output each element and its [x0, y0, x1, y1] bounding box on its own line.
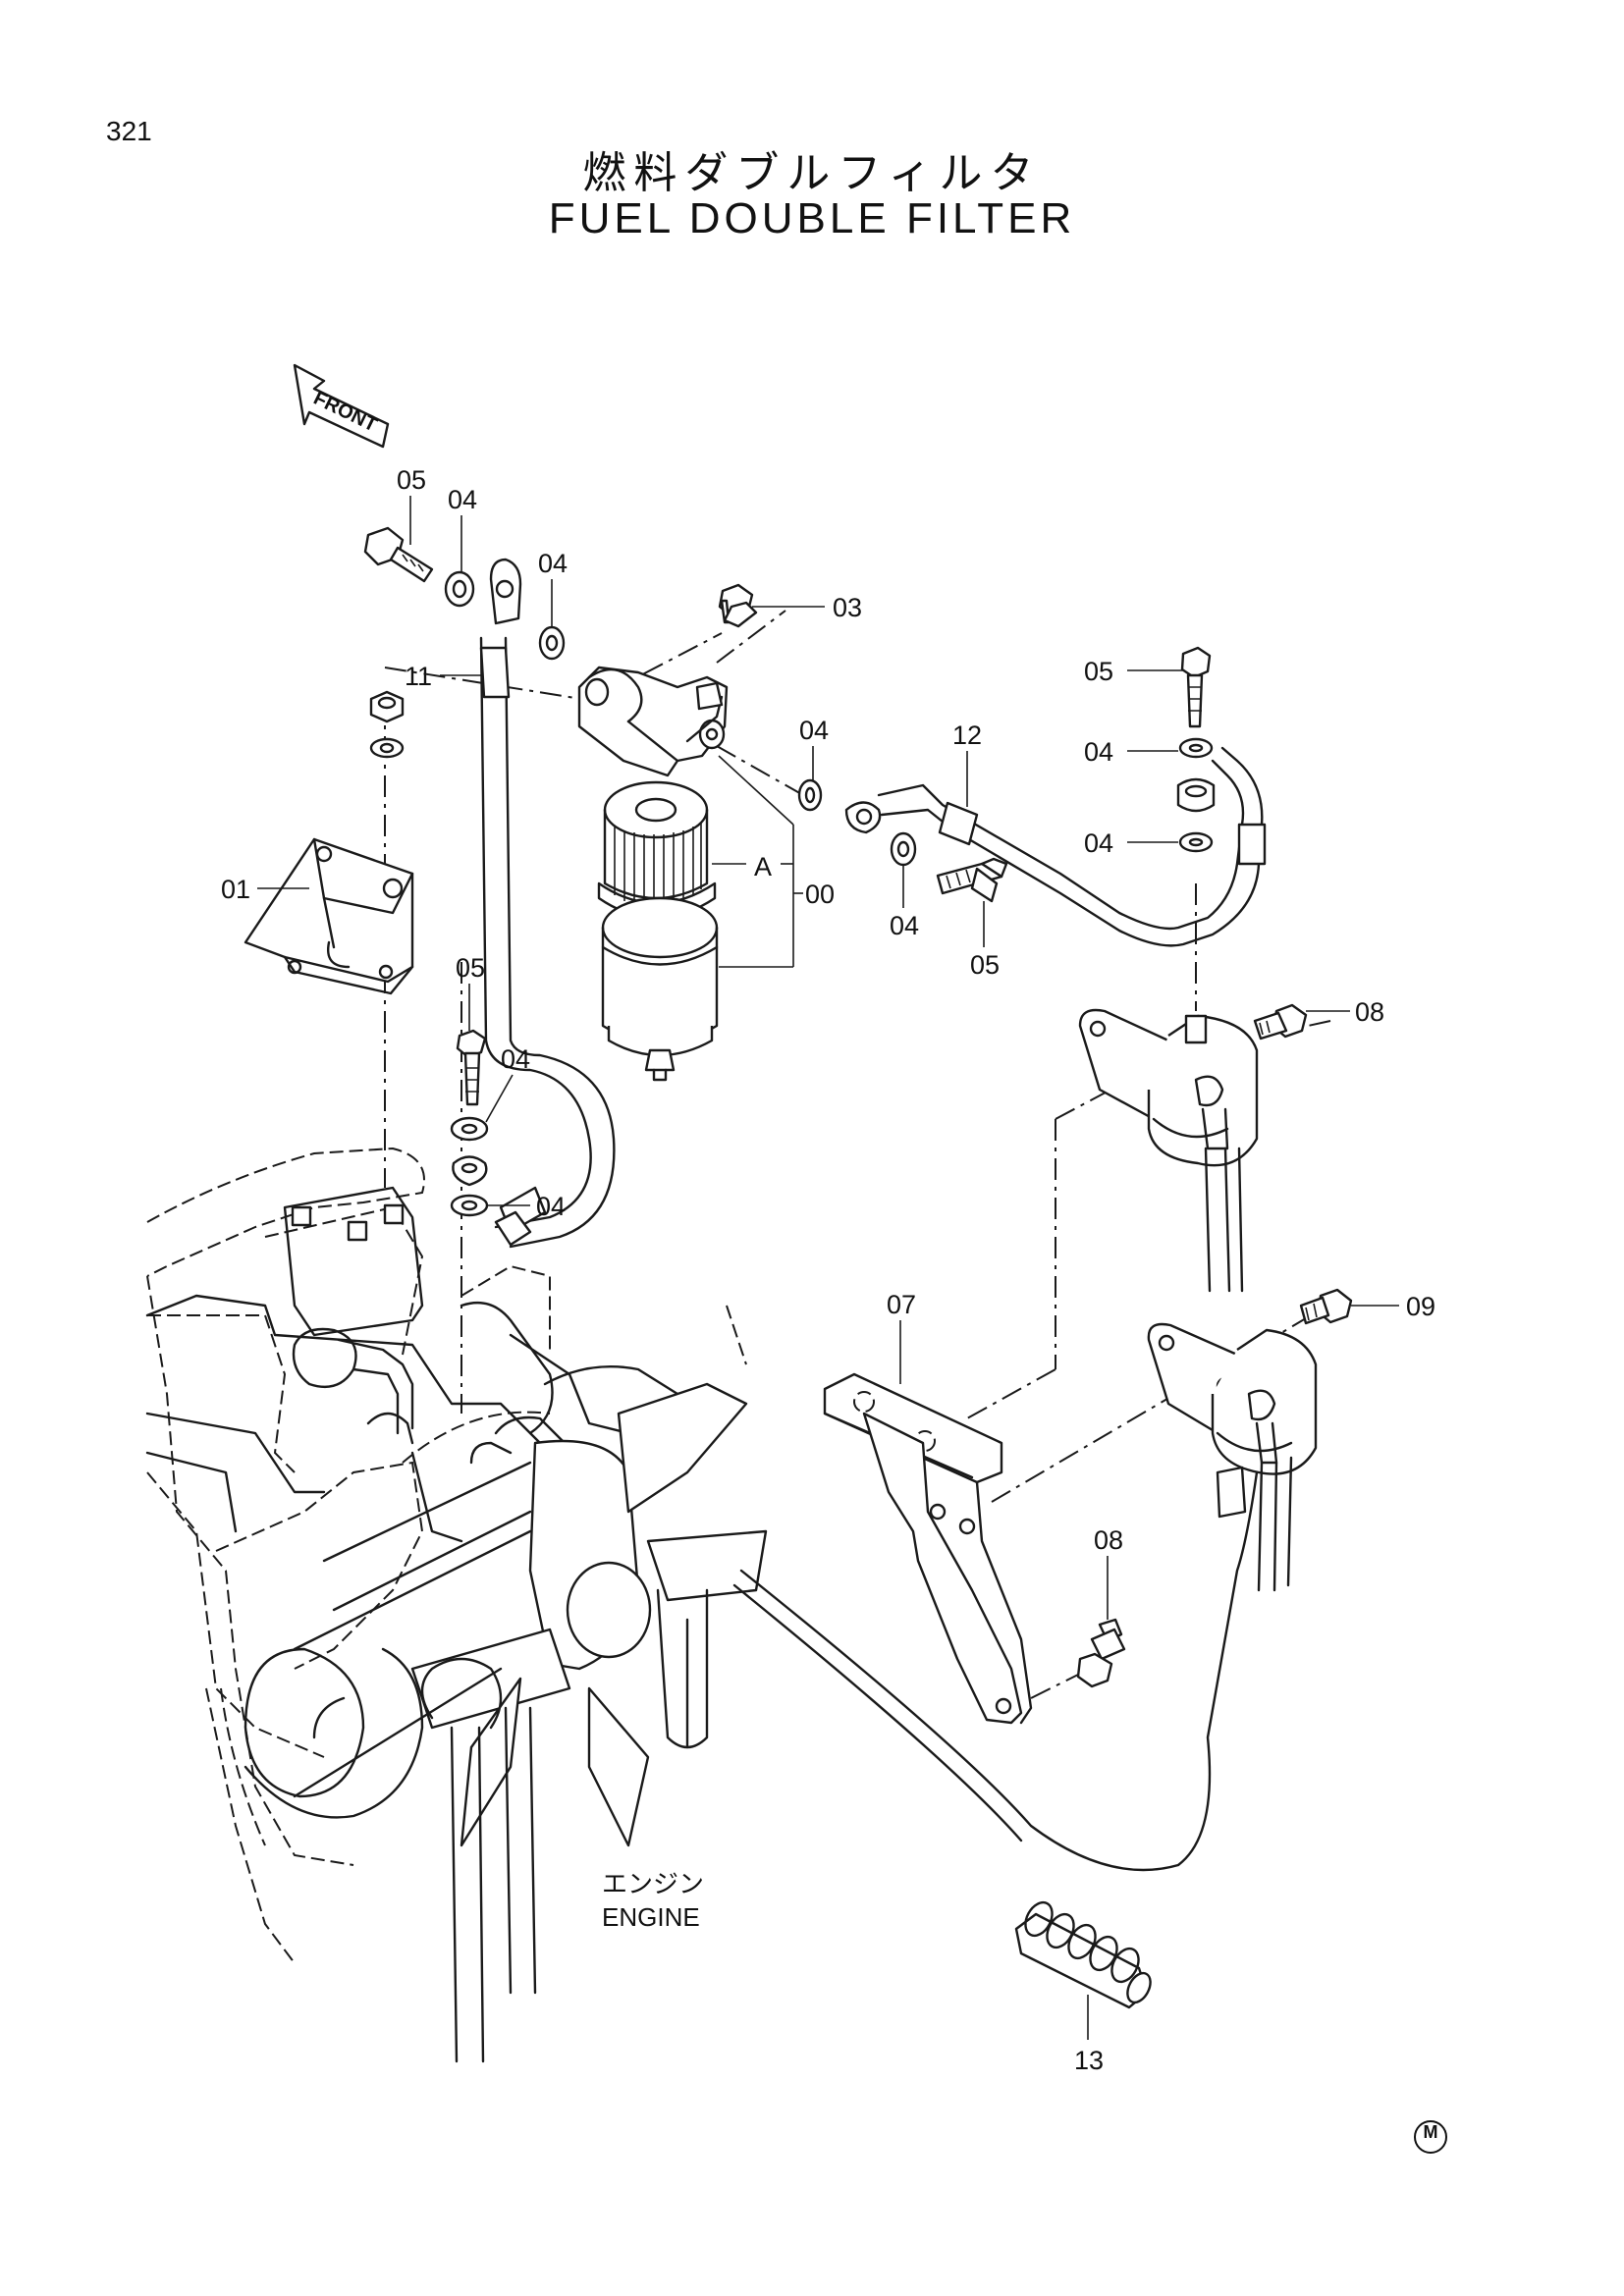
washer-04-g — [1178, 831, 1214, 853]
callout-04-left-bottom: 04 — [536, 1192, 566, 1221]
engine-outline — [146, 1147, 747, 1964]
leader-lines — [257, 496, 1399, 2040]
part-05-bolt-right — [1180, 646, 1212, 728]
part-05-bolt-mid — [936, 857, 1008, 903]
part-05-bolt-top — [363, 526, 434, 583]
callout-11: 11 — [405, 662, 432, 691]
callout-a: A — [754, 852, 772, 881]
part-09-bolt — [1299, 1288, 1353, 1325]
callout-05-left: 05 — [456, 953, 485, 983]
part-07-bracket — [823, 1372, 1033, 1725]
engine-fan — [244, 1301, 768, 2063]
callout-00: 00 — [805, 880, 835, 909]
lower-double-filter — [1147, 1322, 1318, 1592]
fuel-line — [739, 1470, 1259, 1872]
callout-12: 12 — [952, 721, 982, 750]
washer-04-h — [890, 831, 917, 867]
part-01-bracket — [244, 837, 414, 995]
callout-13: 13 — [1074, 2046, 1104, 2075]
callout-04-right-mid: 04 — [1084, 828, 1113, 858]
washer-04-d — [450, 1194, 489, 1217]
nut-and-washer — [369, 690, 405, 759]
callout-03: 03 — [833, 593, 862, 622]
washer-04-c — [450, 1116, 489, 1142]
engine-label-english: ENGINE — [602, 1902, 700, 1932]
page-title-english: FUEL DOUBLE FILTER — [548, 194, 1076, 242]
filter-element — [597, 780, 717, 920]
page-title-japanese: 燃料ダブルフィルタ — [582, 148, 1042, 198]
washer-04-b — [538, 625, 566, 661]
part-13-spring — [1014, 1900, 1152, 2009]
callout-04-hose: 04 — [538, 549, 568, 578]
callout-05-right: 05 — [1084, 657, 1113, 686]
callout-04-head: 04 — [799, 716, 829, 745]
callout-04-right-top: 04 — [1084, 737, 1113, 767]
filter-head — [577, 666, 729, 777]
page-number: 321 — [106, 116, 152, 146]
callout-labels: 05 04 04 03 11 04 12 05 04 04 A 00 04 05… — [221, 465, 1435, 2075]
engine-head — [145, 1186, 552, 1543]
front-arrow-icon: FRONT — [293, 363, 390, 449]
assembly-bracket-00 — [712, 755, 803, 968]
upper-double-filter — [1078, 1008, 1259, 1293]
callout-04-left-top: 04 — [501, 1044, 530, 1074]
callout-08-upper: 08 — [1355, 997, 1384, 1027]
callout-01: 01 — [221, 875, 250, 904]
callout-04-mid: 04 — [890, 911, 919, 940]
part-08-bolt-lower — [1076, 1618, 1126, 1688]
washer-04-f — [1178, 737, 1214, 759]
part-03-bolt — [718, 583, 758, 628]
callout-05-mid: 05 — [970, 950, 1000, 980]
callout-09: 09 — [1406, 1292, 1435, 1321]
callout-07: 07 — [887, 1290, 916, 1319]
part-08-bolt-upper — [1253, 1003, 1308, 1041]
footer-mark: M — [1414, 2120, 1447, 2154]
part-11-hose — [479, 558, 616, 1249]
washer-04-e — [797, 778, 823, 812]
washer-04-a — [444, 570, 475, 608]
part-05-bolt-left — [456, 1029, 487, 1106]
callout-05-top: 05 — [397, 465, 426, 495]
callout-08-lower: 08 — [1094, 1525, 1123, 1555]
callout-04-top: 04 — [448, 485, 477, 514]
fuel-line-inner — [732, 1583, 1023, 1842]
filter-bowl — [601, 896, 719, 1082]
banjo-fitting — [452, 1155, 488, 1187]
engine-label-japanese: エンジン — [602, 1870, 704, 1899]
part-12-pipe — [844, 746, 1267, 947]
